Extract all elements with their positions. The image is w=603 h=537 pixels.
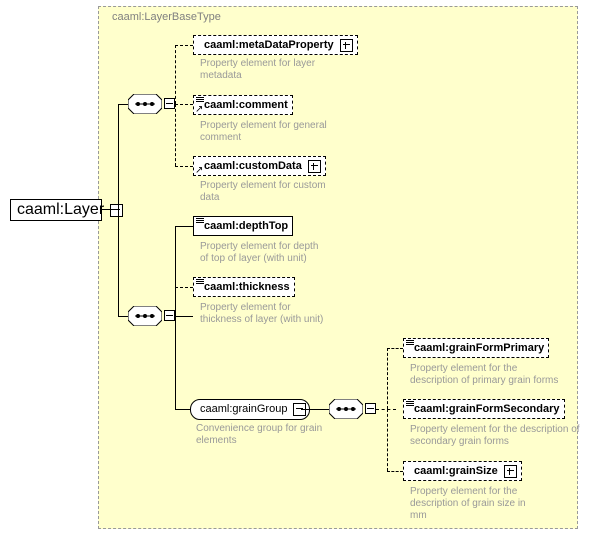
connector-graingroup-to-seq3 bbox=[301, 409, 329, 410]
complex-type-container bbox=[98, 6, 578, 529]
annotation-metaDataProperty: Property element for layer metadata bbox=[200, 58, 316, 81]
annotation-grainFormSecondary: Property element for the description of … bbox=[410, 424, 580, 447]
expand-plus-icon[interactable] bbox=[339, 38, 353, 52]
connector-seq3-down bbox=[387, 409, 388, 471]
connector-to-metadataproperty bbox=[175, 45, 193, 46]
connector-root-out bbox=[101, 209, 118, 210]
connector-to-graingroup bbox=[175, 409, 190, 410]
expand-plus-icon[interactable] bbox=[307, 159, 321, 173]
connector-seq2-down bbox=[175, 316, 176, 409]
annotation-grainFormPrimary: Property element for the description of … bbox=[410, 363, 559, 386]
expand-plus-icon[interactable] bbox=[503, 464, 517, 478]
element-caaml-depthTop[interactable]: caaml:depthTop bbox=[193, 216, 297, 239]
substitution-arrow-icon: ↗ bbox=[195, 104, 204, 115]
element-label: caaml:grainSize bbox=[414, 464, 498, 477]
annotation-depthTop: Property element for depth of top of lay… bbox=[200, 241, 319, 264]
annotation-grainGroup: Convenience group for grain elements bbox=[196, 423, 323, 446]
connector-seq1-up bbox=[175, 45, 176, 104]
connector-seq2-up bbox=[175, 226, 176, 316]
element-label: caaml:thickness bbox=[204, 280, 290, 293]
connector-seq1-out bbox=[175, 104, 193, 105]
sequence-icon bbox=[128, 94, 162, 114]
sequence-compositor-3[interactable] bbox=[329, 399, 376, 419]
collapse-minus-icon[interactable] bbox=[164, 310, 175, 321]
element-caaml-metaDataProperty[interactable]: caaml:metaDataProperty bbox=[193, 35, 361, 58]
sequence-icon bbox=[329, 399, 363, 419]
element-label: caaml:depthTop bbox=[204, 219, 289, 232]
connector-to-seq2 bbox=[118, 316, 128, 317]
connector-seq2-out bbox=[175, 316, 193, 317]
annotation-thickness: Property element for thickness of layer … bbox=[200, 302, 324, 325]
element-label: caaml:grainFormSecondary bbox=[414, 402, 560, 415]
connector-to-thickness bbox=[175, 287, 193, 288]
group-caaml-grainGroup[interactable]: caaml:grainGroup bbox=[190, 399, 311, 420]
connector-seq3-up bbox=[387, 348, 388, 409]
connector-to-grainformprimary bbox=[387, 348, 403, 349]
element-label: caaml:comment bbox=[204, 98, 288, 111]
element-caaml-thickness[interactable]: caaml:thickness bbox=[193, 277, 298, 300]
element-caaml-comment[interactable]: ↗ caaml:comment bbox=[193, 95, 296, 118]
connector-root-down bbox=[118, 209, 119, 316]
group-label: caaml:grainGroup bbox=[200, 403, 288, 415]
complex-type-title: caaml:LayerBaseType bbox=[112, 11, 221, 23]
type-lines-icon bbox=[196, 218, 204, 225]
root-element-label: caaml:Layer bbox=[17, 201, 105, 218]
element-label: caaml:metaDataProperty bbox=[204, 38, 334, 51]
root-element-caaml-layer[interactable]: caaml:Layer bbox=[10, 199, 124, 221]
connector-seq1-down bbox=[175, 104, 176, 166]
type-lines-icon bbox=[196, 279, 204, 286]
connector-root-up bbox=[118, 104, 119, 210]
element-label: caaml:grainFormPrimary bbox=[414, 341, 545, 354]
sequence-compositor-1[interactable] bbox=[128, 94, 175, 114]
collapse-minus-icon[interactable] bbox=[365, 403, 376, 414]
annotation-comment: Property element for general comment bbox=[200, 120, 327, 143]
sequence-compositor-2[interactable] bbox=[128, 306, 175, 326]
connector-seq3-out bbox=[376, 409, 396, 410]
collapse-minus-icon[interactable] bbox=[164, 98, 175, 109]
type-lines-icon bbox=[406, 340, 414, 347]
element-caaml-grainFormSecondary[interactable]: caaml:grainFormSecondary bbox=[403, 399, 568, 422]
element-label: caaml:customData bbox=[204, 159, 302, 172]
element-caaml-grainFormPrimary[interactable]: caaml:grainFormPrimary bbox=[403, 338, 553, 361]
connector-to-seq1 bbox=[118, 104, 128, 105]
substitution-arrow-icon: ↗ bbox=[195, 165, 204, 176]
connector-to-customdata bbox=[175, 166, 193, 167]
collapse-minus-icon[interactable] bbox=[110, 203, 124, 217]
type-lines-icon bbox=[406, 401, 414, 408]
type-lines-icon bbox=[196, 97, 204, 104]
annotation-customData: Property element for custom data bbox=[200, 180, 326, 203]
connector-to-depthtop bbox=[175, 226, 193, 227]
sequence-icon bbox=[128, 306, 162, 326]
annotation-grainSize: Property element for the description of … bbox=[410, 486, 526, 521]
element-caaml-grainSize[interactable]: caaml:grainSize bbox=[403, 461, 525, 484]
connector-to-grainsize bbox=[387, 471, 403, 472]
element-caaml-customData[interactable]: ↗ caaml:customData bbox=[193, 156, 329, 179]
